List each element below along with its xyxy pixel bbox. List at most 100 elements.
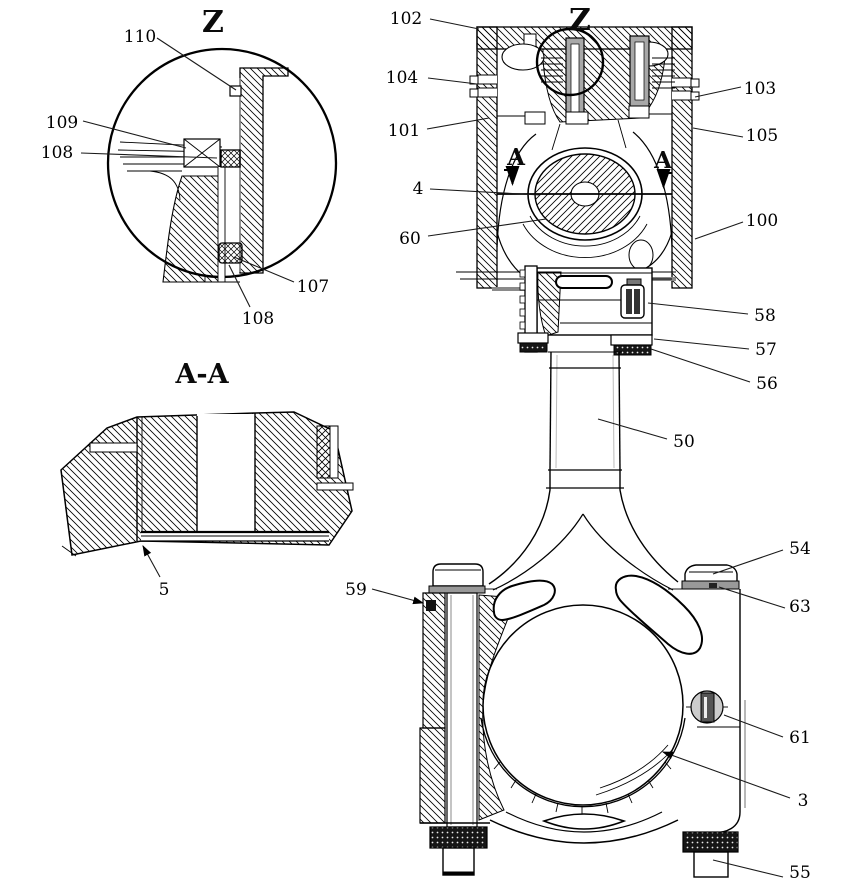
stem-foot-a xyxy=(524,111,546,125)
part-label-50: 50 xyxy=(673,432,695,452)
part-label-58: 58 xyxy=(754,306,776,326)
bolt-sleeve-lower xyxy=(419,727,446,824)
view-title-2-Z: Z xyxy=(569,3,591,38)
part-label-104: 104 xyxy=(386,68,418,88)
valve-stem-left xyxy=(565,37,585,123)
leader-line-55 xyxy=(712,859,784,878)
flange-left xyxy=(517,332,549,344)
leader-line-5 xyxy=(142,545,161,578)
shell-hatch-ticks xyxy=(493,761,672,816)
flare-left-outer xyxy=(488,470,551,585)
part-label-108: 108 xyxy=(242,309,274,329)
main-assembly-view xyxy=(419,26,746,878)
leader-line-56 xyxy=(650,348,751,383)
cylinder-liner-wall xyxy=(239,67,289,274)
split-line-a xyxy=(595,748,674,796)
clamp-bolt-58 xyxy=(620,278,645,319)
cap-outer-arc xyxy=(489,819,679,844)
skirt-right xyxy=(639,231,673,272)
stem-foot-c xyxy=(628,105,650,119)
part-label-101: 101 xyxy=(388,121,420,141)
section-arrow-right-glyph xyxy=(656,169,672,189)
piston-pin-boss xyxy=(497,147,672,258)
part-label-102: 102 xyxy=(390,9,422,29)
center-channel xyxy=(197,414,255,532)
part-label-59: 59 xyxy=(345,580,367,600)
part-label-5: 5 xyxy=(159,580,170,600)
piston-wall-right xyxy=(671,26,693,289)
right-insert-gap xyxy=(329,425,339,479)
leader-line-103 xyxy=(694,86,742,98)
leader-line-61 xyxy=(723,714,784,738)
part-label-57: 57 xyxy=(755,340,777,360)
leader-line-54 xyxy=(712,549,784,575)
piston-body-section xyxy=(162,175,221,283)
part-label-3: 3 xyxy=(798,791,809,811)
bolt-shaft-left xyxy=(446,592,478,828)
leader-line-63 xyxy=(718,586,786,609)
leader-line-109 xyxy=(82,120,187,149)
bearing-shell-arc xyxy=(480,717,686,808)
part-110-pin xyxy=(229,85,242,97)
side-bolt-61 xyxy=(686,690,728,724)
piston-wall-left xyxy=(476,26,498,289)
leader-line-107 xyxy=(233,256,295,283)
bolt-sleeve-upper xyxy=(422,592,446,729)
part-label-110: 110 xyxy=(124,27,156,47)
section-aa-view xyxy=(60,411,354,557)
view-title-3-A: A xyxy=(506,144,526,171)
combustion-cavity-left xyxy=(501,43,545,71)
part-label-100: 100 xyxy=(746,211,778,231)
big-end-boss-right xyxy=(681,564,740,590)
view-title-0-Z: Z xyxy=(202,5,224,40)
land-undercut-curve xyxy=(149,170,181,201)
seal-ring-upper xyxy=(220,149,241,168)
part-label-109: 109 xyxy=(46,113,78,133)
right-insert xyxy=(316,425,331,479)
leader-line-59 xyxy=(371,588,425,605)
rod-shank xyxy=(488,351,679,591)
rod-big-end xyxy=(419,563,746,878)
part-label-108: 108 xyxy=(41,143,73,163)
part-59-key xyxy=(426,600,436,611)
part-label-103: 103 xyxy=(744,79,776,99)
labels-layer: 1101091081071085102104101460103105100585… xyxy=(41,3,811,883)
leader-line-110 xyxy=(156,37,237,91)
view-title-4-A: A xyxy=(653,147,673,174)
leader-line-102 xyxy=(429,18,480,30)
leader-line-50 xyxy=(597,418,668,440)
view-title-1-A-A: A-A xyxy=(174,359,229,390)
nut-right xyxy=(682,831,739,853)
stem-foot-b xyxy=(565,111,589,125)
part-label-63: 63 xyxy=(789,597,811,617)
split-line-b xyxy=(599,744,669,789)
leader-line-60 xyxy=(427,218,547,237)
flare-left-inner xyxy=(492,513,584,591)
cap-lens-slot xyxy=(541,813,627,830)
right-notch xyxy=(316,482,354,491)
ring-grooves-left xyxy=(469,74,497,98)
washer-left xyxy=(428,585,486,594)
crank-bore xyxy=(482,604,684,806)
part-label-61: 61 xyxy=(789,728,811,748)
ring-grooves-right xyxy=(672,77,700,101)
leader-line-101 xyxy=(426,117,490,130)
body-section-sliver xyxy=(478,594,517,821)
flange-left-knurl xyxy=(519,342,548,353)
right-leg-cove xyxy=(687,811,741,834)
rod-small-end xyxy=(456,265,676,356)
part-label-105: 105 xyxy=(746,126,778,146)
section-arrow-left-glyph xyxy=(504,166,520,186)
detail-z-view xyxy=(106,47,338,283)
part-label-107: 107 xyxy=(297,277,329,297)
leader-line-3 xyxy=(661,751,791,799)
retainer-beads xyxy=(519,269,526,343)
bolt-tip-left xyxy=(442,847,475,876)
leader-line-104 xyxy=(427,77,478,85)
cap-inner-arc xyxy=(505,811,663,833)
side-slot xyxy=(89,442,138,453)
leader-line-100 xyxy=(694,221,744,240)
part-label-4: 4 xyxy=(413,179,424,199)
